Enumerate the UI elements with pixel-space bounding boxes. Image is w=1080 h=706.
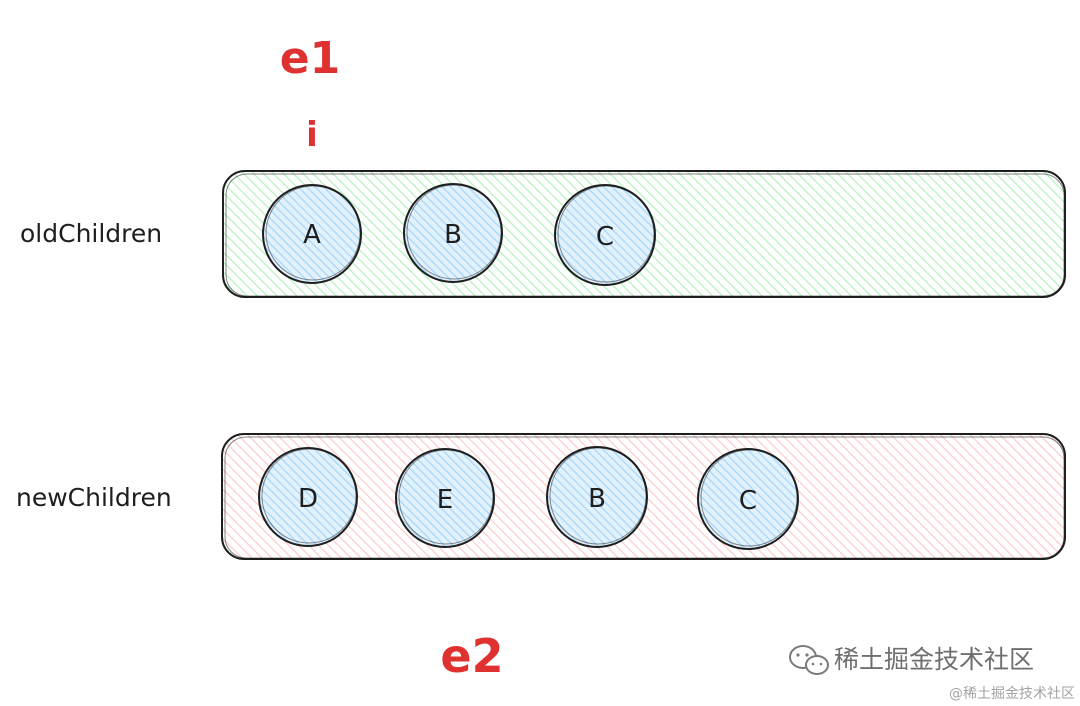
new-node-e-label: E xyxy=(437,485,453,515)
new-node-b-label: B xyxy=(588,484,606,514)
new-node-b: B xyxy=(546,446,648,548)
new-node-d: D xyxy=(258,447,358,547)
new-node-c: C xyxy=(697,448,799,550)
new-node-e: E xyxy=(395,448,495,548)
row-new-children: newChildren D E B C xyxy=(16,433,1066,560)
row-old-children: oldChildren A B C xyxy=(20,170,1066,298)
old-node-c: C xyxy=(554,184,656,286)
pointer-e2-label: e2 xyxy=(440,629,503,683)
new-children-label: newChildren xyxy=(16,483,172,512)
new-node-d-label: D xyxy=(298,484,318,514)
wechat-icon xyxy=(789,645,829,675)
old-node-b-label: B xyxy=(444,220,462,250)
old-node-c-label: C xyxy=(596,222,614,252)
new-node-c-label: C xyxy=(739,486,757,516)
watermark-small-text: @稀土掘金技术社区 xyxy=(949,686,1075,702)
pointer-i-label: i xyxy=(306,115,318,155)
watermark: 稀土掘金技术社区 @稀土掘金技术社区 xyxy=(789,645,1075,702)
old-node-a: A xyxy=(262,184,362,284)
pointer-e1-label: e1 xyxy=(280,33,340,84)
old-node-b: B xyxy=(403,183,503,283)
old-node-a-label: A xyxy=(303,220,321,250)
watermark-main-text: 稀土掘金技术社区 xyxy=(834,645,1034,674)
old-children-label: oldChildren xyxy=(20,219,162,248)
